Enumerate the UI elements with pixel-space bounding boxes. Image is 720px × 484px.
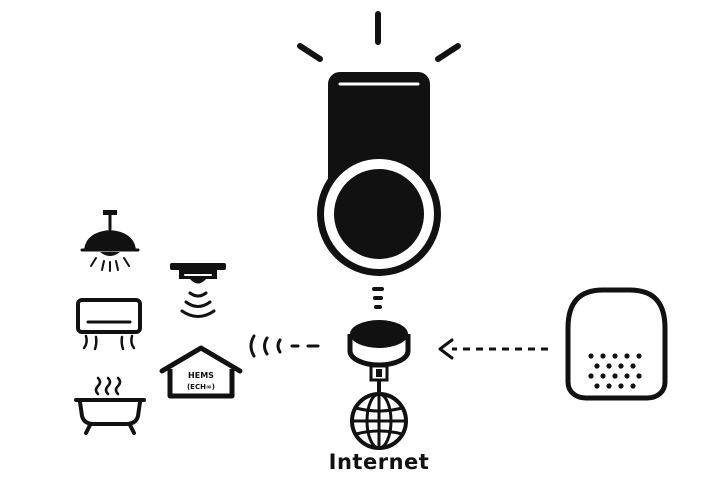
house-icon: HEMS (ECH∞): [159, 345, 243, 399]
hub-icon: [347, 320, 411, 368]
hems-label: HEMS: [188, 371, 214, 380]
hub-to-appliances-signal: [249, 334, 320, 358]
sensor-waves: [180, 291, 216, 318]
smart-speaker-icon: [565, 287, 668, 401]
globe-icon: [350, 392, 408, 450]
smart-lock-icon: [297, 11, 461, 276]
steam: [94, 376, 122, 396]
ceiling-light-icon: [80, 210, 140, 272]
speaker-grille: [588, 353, 642, 389]
ceiling-sensor-icon: [170, 263, 226, 318]
internet-label: Internet: [329, 450, 430, 474]
hems-protocol-label: (ECH∞): [187, 383, 215, 391]
light-rays: [90, 257, 130, 272]
bathtub-icon: [74, 376, 146, 435]
airflow: [82, 334, 136, 351]
lock-hub-signal: [372, 287, 384, 309]
lock-knob: [334, 169, 424, 259]
air-conditioner-icon: [76, 298, 142, 351]
hub-globe-connector: [369, 364, 389, 392]
glow-rays: [297, 11, 461, 62]
speaker-to-hub-arrow: [438, 338, 548, 360]
